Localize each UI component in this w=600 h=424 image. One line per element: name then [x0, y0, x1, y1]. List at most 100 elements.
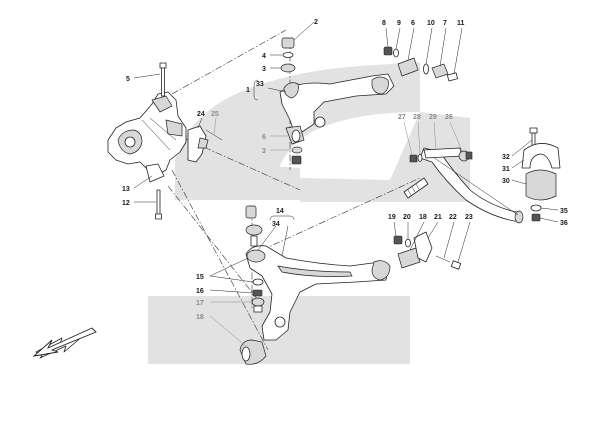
bracket-31	[521, 143, 561, 169]
bolt-11	[446, 72, 459, 82]
nut-under-arm	[291, 155, 302, 165]
bushing-30	[525, 169, 557, 201]
direction-arrow-icon	[32, 327, 97, 359]
upper-arm-ball-joint	[283, 82, 299, 99]
thread-2	[411, 186, 416, 193]
lead-14-brace	[269, 215, 295, 221]
lower-rear-bushing-row	[393, 231, 462, 270]
washer-28	[417, 154, 423, 162]
callout-labels: 2 4 3 5 1 33 8 9 6 10 7 11 24 25 6 3 27 …	[122, 19, 568, 321]
bushing-18-end	[241, 346, 251, 362]
lead-9	[395, 27, 401, 50]
callout-3: 3	[262, 66, 266, 73]
callout-10: 10	[427, 20, 435, 27]
nut-36	[531, 213, 541, 222]
callout-16: 16	[196, 288, 204, 295]
knuckle-body	[107, 91, 187, 177]
callout-6-grey: 6	[262, 134, 266, 141]
lower-stud	[250, 235, 258, 247]
knuckle-upper-arm-mount	[151, 95, 173, 113]
lower-right-shade-band	[290, 296, 410, 364]
bolt-12	[155, 189, 162, 220]
spacer-17	[253, 305, 263, 313]
upper-rear-bushing-row	[383, 46, 459, 82]
lead-16	[209, 289, 254, 294]
nut-19	[393, 235, 403, 245]
upper-arm-front-eye	[314, 116, 326, 128]
washer-9	[393, 48, 399, 58]
callout-19: 19	[388, 214, 396, 221]
bolt-32-head	[529, 127, 538, 134]
callout-15: 15	[196, 274, 204, 281]
knuckle-lower-boss	[145, 163, 165, 183]
lower-arm-rear-eye	[371, 260, 391, 281]
callout-3-grey: 3	[262, 148, 266, 155]
right-shade-band	[300, 112, 470, 202]
bracket-21	[413, 231, 433, 263]
lead-36	[539, 217, 559, 223]
upper-control-arm	[279, 73, 395, 133]
lower-arm-front-eye	[274, 316, 286, 328]
lead-10	[425, 27, 433, 65]
lead-19	[393, 221, 397, 237]
upper-joint-stack	[280, 37, 296, 73]
middle-shade-band	[175, 160, 300, 200]
callout-30: 30	[502, 178, 510, 185]
callout-4: 4	[262, 53, 266, 60]
washer-20	[405, 238, 411, 248]
lead-35	[540, 207, 559, 211]
callout-35: 35	[560, 208, 568, 215]
lead-15b	[209, 275, 254, 283]
lead-24	[197, 117, 203, 129]
thread-1	[407, 189, 412, 196]
lead-8	[385, 27, 389, 48]
bracket-24-tab	[197, 137, 209, 149]
callout-17: 17	[196, 300, 204, 307]
callout-6: 6	[411, 20, 415, 27]
callout-23: 23	[465, 214, 473, 221]
bolt-12-head	[155, 213, 162, 220]
lead-18a	[409, 221, 425, 251]
bushing-3	[280, 63, 296, 73]
callout-11: 11	[457, 20, 465, 27]
thread-3	[415, 183, 420, 190]
washer-15	[252, 278, 264, 286]
arrow-outline	[32, 327, 97, 357]
lead-30	[511, 179, 527, 185]
lead-7	[439, 27, 447, 67]
stabilizer-bar-centerline	[429, 154, 519, 216]
bracket-24-body	[187, 125, 207, 163]
lead-22	[443, 221, 455, 259]
callout-12: 12	[122, 200, 130, 207]
bracket-24	[187, 125, 223, 163]
lower-joint-stack	[245, 205, 263, 247]
lead-2	[293, 21, 315, 41]
callout-32: 32	[502, 154, 510, 161]
nut-27	[409, 154, 418, 163]
upper-bushing-6	[285, 125, 305, 165]
callout-25: 25	[211, 111, 219, 118]
lower-inner-stack	[251, 278, 265, 313]
washer-17	[251, 297, 265, 307]
callout-5: 5	[126, 76, 130, 83]
link-nut	[465, 151, 473, 160]
stabilizer-clamp	[521, 127, 561, 222]
cap-2	[281, 37, 295, 49]
lower-cap	[245, 205, 257, 219]
lower-front-bushing	[239, 339, 267, 365]
washer-10	[423, 63, 429, 75]
lead-34b	[281, 225, 289, 257]
callout-29: 29	[429, 114, 437, 121]
lead-33	[267, 87, 287, 93]
callout-21: 21	[434, 214, 442, 221]
leader-lines	[133, 21, 559, 347]
lead-32	[511, 139, 533, 157]
callout-18-grey: 18	[196, 314, 204, 321]
lead-6a	[407, 27, 415, 61]
lead-11	[453, 27, 463, 75]
bracket-24-pin	[205, 129, 223, 141]
lead-13	[133, 175, 153, 189]
bolt-12-shank	[156, 189, 161, 217]
